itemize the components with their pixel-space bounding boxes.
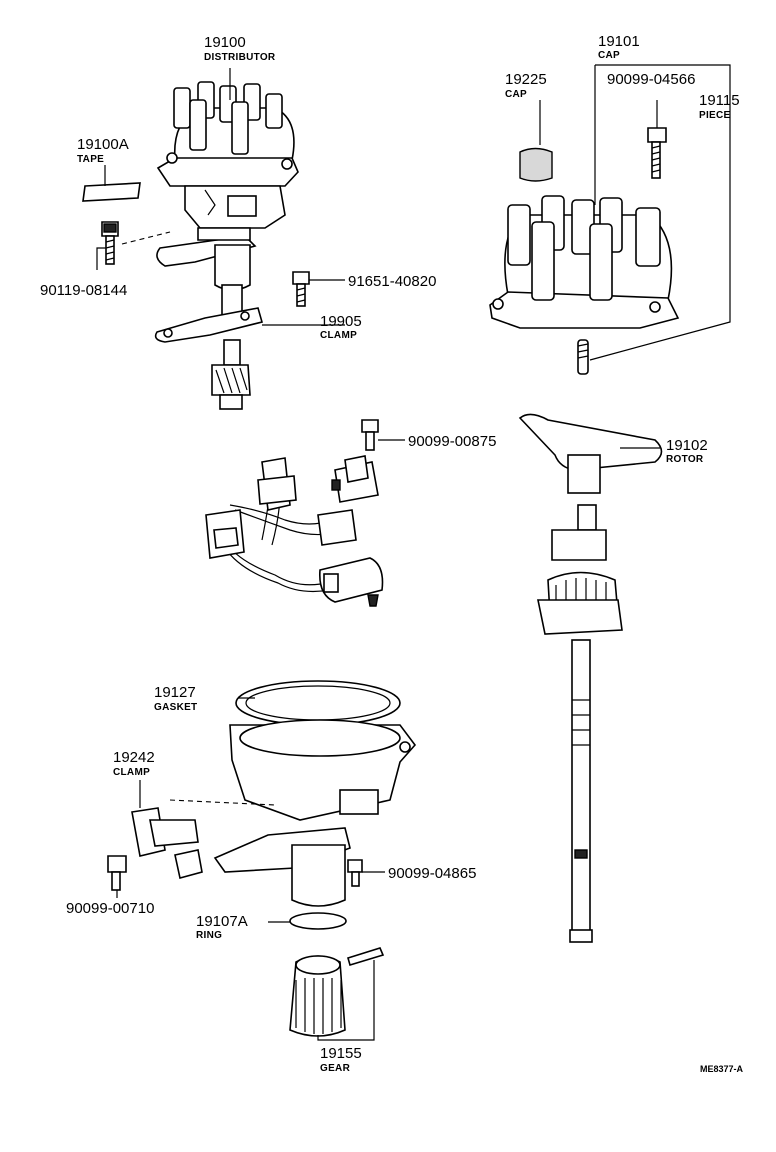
callout-name: RING xyxy=(196,930,222,941)
callout-19155: 19155 GEAR xyxy=(320,1045,362,1074)
callout-number: 19115 xyxy=(699,92,740,109)
callout-90099-00710: 90099-00710 xyxy=(66,900,154,917)
callout-name: ROTOR xyxy=(666,454,704,465)
callout-name: PIECE xyxy=(699,110,731,121)
callout-number: 91651-40820 xyxy=(348,273,436,290)
callout-number: 19100 xyxy=(204,34,246,51)
callout-19905: 19905 CLAMP xyxy=(320,313,362,341)
callout-number: 90119-08144 xyxy=(40,282,127,299)
callout-number: 90099-04865 xyxy=(388,865,476,882)
callout-19107a: 19107A RING xyxy=(196,913,248,941)
callout-90099-00875: 90099-00875 xyxy=(408,433,496,450)
callout-19100: 19100 DISTRIBUTOR xyxy=(204,34,276,63)
callout-90099-04865: 90099-04865 xyxy=(388,865,476,882)
callout-number: 19127 xyxy=(154,684,196,701)
callout-name: CAP xyxy=(598,50,620,61)
callout-number: 90099-00875 xyxy=(408,433,496,450)
callout-90119-08144: 90119-08144 xyxy=(40,282,127,299)
callout-19100a: 19100A TAPE xyxy=(77,136,129,165)
callout-19225: 19225 CAP xyxy=(505,71,547,100)
distributor-housing-drawing xyxy=(107,680,417,1037)
callout-name: GEAR xyxy=(320,1063,351,1074)
callout-90099-04566: 90099-04566 xyxy=(607,71,695,88)
callout-number: 90099-04566 xyxy=(607,71,695,88)
callout-19115: 19115 PIECE xyxy=(699,92,740,121)
signal-generator-harness-drawing xyxy=(205,419,384,607)
callout-number: 90099-00710 xyxy=(66,900,154,917)
distributor-assembly-drawing xyxy=(82,81,310,410)
drawing-code: ME8377-A xyxy=(700,1064,744,1074)
callout-number: 19102 xyxy=(666,437,708,454)
callout-name: CAP xyxy=(505,89,527,100)
callout-name: GASKET xyxy=(154,702,197,713)
callout-19127: 19127 GASKET xyxy=(154,684,197,713)
callout-number: 19155 xyxy=(320,1045,362,1062)
callout-name: DISTRIBUTOR xyxy=(204,52,276,63)
callout-number: 19242 xyxy=(113,749,155,766)
callout-91651-40820: 91651-40820 xyxy=(348,273,436,290)
callout-number: 19905 xyxy=(320,313,362,330)
callout-19242: 19242 CLAMP xyxy=(113,749,155,778)
callout-name: CLAMP xyxy=(320,330,357,341)
callout-number: 19107A xyxy=(196,913,248,930)
callout-number: 19100A xyxy=(77,136,129,153)
rotor-shaft-drawing xyxy=(518,413,663,943)
callout-19101: 19101 CAP xyxy=(598,33,640,61)
callout-name: CLAMP xyxy=(113,767,150,778)
leader-lines xyxy=(96,64,731,1041)
callout-19102: 19102 ROTOR xyxy=(666,437,708,465)
distributor-cap-drawing xyxy=(489,127,680,375)
callout-number: 19225 xyxy=(505,71,547,88)
callout-name: TAPE xyxy=(77,154,104,165)
callout-number: 19101 xyxy=(598,33,640,50)
